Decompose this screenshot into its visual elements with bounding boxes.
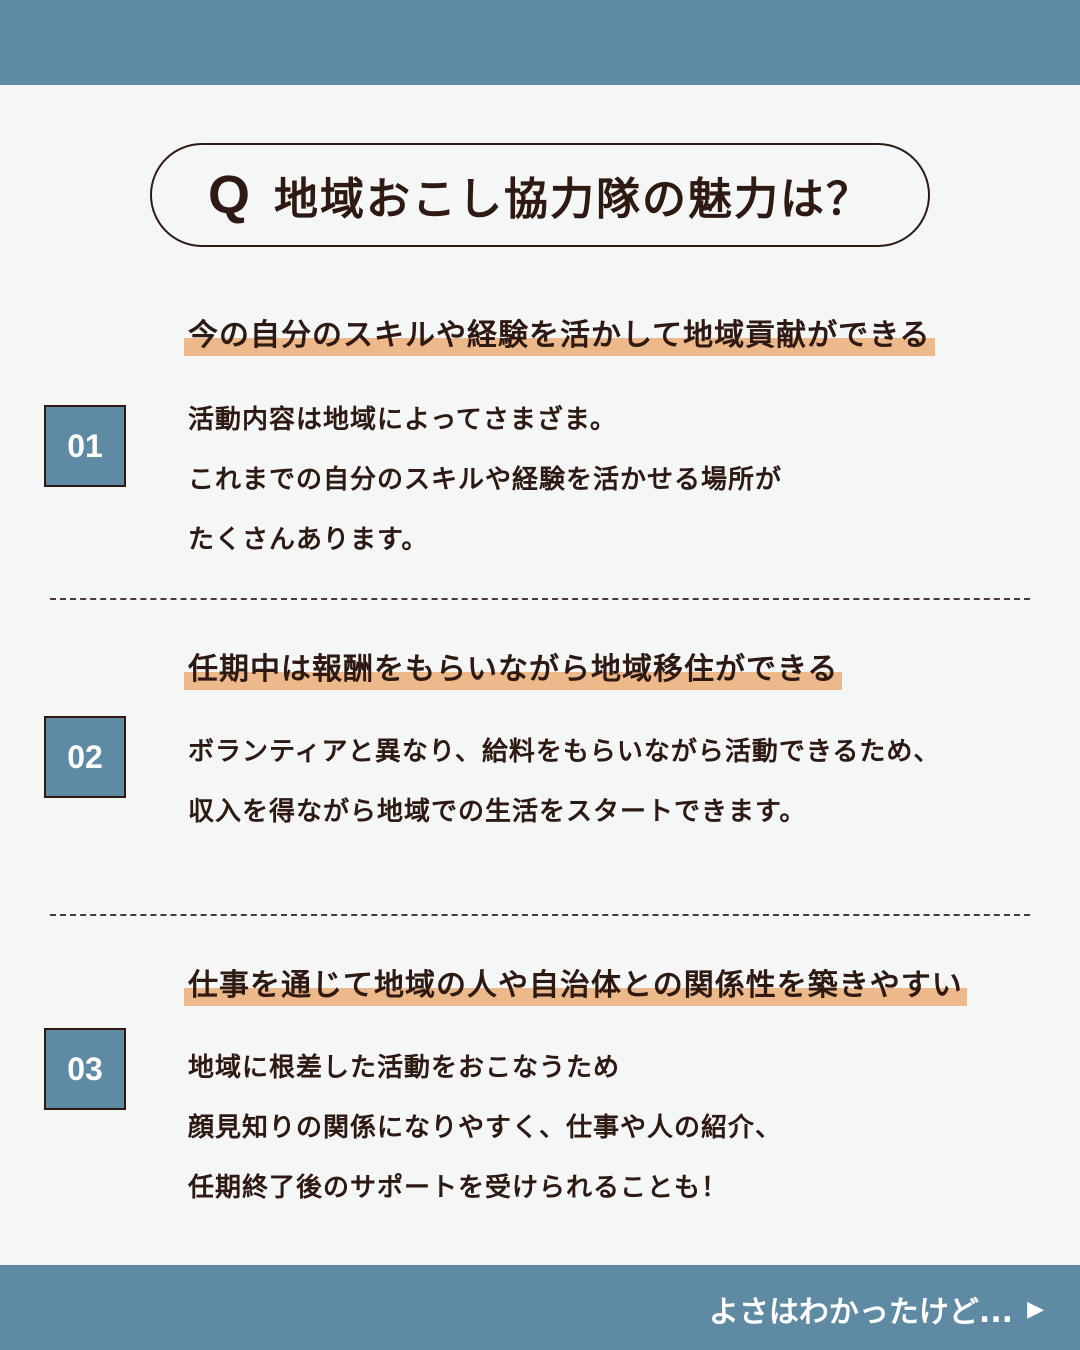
divider bbox=[50, 914, 1030, 916]
body-line: たくさんあります。 bbox=[188, 525, 429, 555]
body-line: これまでの自分のスキルや経験を活かせる場所が bbox=[188, 465, 783, 495]
item-heading-3: 仕事を通じて地域の人や自治体との関係性を築きやすい bbox=[184, 966, 967, 1006]
next-page-link[interactable]: よさはわかったけど... ▶ bbox=[709, 1287, 1044, 1331]
body-line: 活動内容は地域によってさまざま。 bbox=[188, 405, 617, 435]
body-line: 収入を得ながら地域での生活をスタートできます。 bbox=[188, 797, 807, 827]
item-heading-1: 今の自分のスキルや経験を活かして地域貢献ができる bbox=[184, 316, 935, 356]
body-line: 顔見知りの関係になりやすく、仕事や人の紹介、 bbox=[188, 1113, 783, 1143]
number-badge-3: 03 bbox=[44, 1028, 126, 1110]
item-body-3: 地域に根差した活動をおこなうため 顔見知りの関係になりやすく、仕事や人の紹介、 … bbox=[188, 1038, 782, 1218]
item-body-1: 活動内容は地域によってさまざま。 これまでの自分のスキルや経験を活かせる場所が … bbox=[188, 390, 782, 570]
next-label: よさはわかったけど... bbox=[708, 1295, 1014, 1330]
item-heading-2: 任期中は報酬をもらいながら地域移住ができる bbox=[184, 650, 843, 690]
number-badge-2: 02 bbox=[44, 716, 126, 798]
play-arrow-icon: ▶ bbox=[1027, 1296, 1044, 1322]
bottom-banner bbox=[0, 1265, 1080, 1350]
body-line: 地域に根差した活動をおこなうため bbox=[188, 1053, 621, 1083]
question-title: Q 地域おこし協力隊の魅力は？ bbox=[150, 143, 930, 247]
question-text: 地域おこし協力隊の魅力は？ bbox=[274, 174, 872, 225]
body-line: 任期終了後のサポートを受けられることも！ bbox=[188, 1173, 729, 1203]
item-body-2: ボランティアと異なり、給料をもらいながら活動できるため、 収入を得ながら地域での… bbox=[188, 722, 940, 842]
number-badge-1: 01 bbox=[44, 405, 126, 487]
divider bbox=[50, 598, 1030, 600]
body-line: ボランティアと異なり、給料をもらいながら活動できるため、 bbox=[188, 737, 941, 767]
top-banner bbox=[0, 0, 1080, 85]
q-mark: Q bbox=[207, 165, 252, 225]
